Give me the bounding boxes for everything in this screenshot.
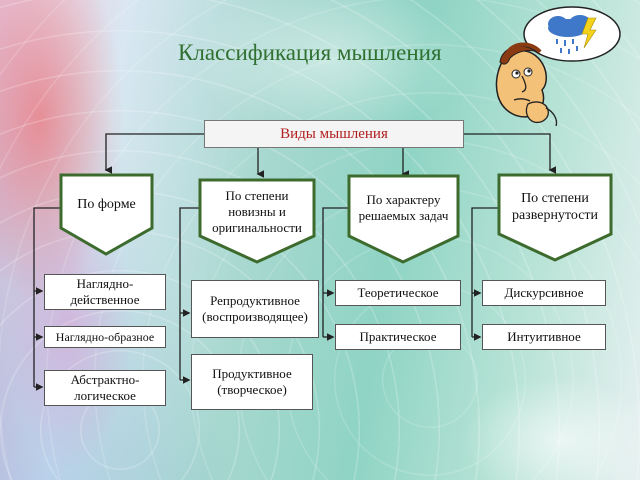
category-novelty-label: По степени новизны и оригинальности bbox=[212, 187, 302, 236]
root-box: Виды мышления bbox=[204, 120, 464, 148]
novelty-item-reproductive: Репродуктивное (воспроизводящее) bbox=[191, 280, 319, 338]
connector-unfold-trunk bbox=[471, 207, 499, 337]
connector-root-unfold bbox=[464, 133, 557, 174]
task-item-theoretical: Теоретическое bbox=[335, 280, 461, 306]
category-pentagon-task bbox=[347, 174, 460, 264]
category-pentagon-novelty bbox=[198, 178, 316, 264]
unfold-item-discursive: Дискурсивное bbox=[482, 280, 606, 306]
category-form-label: По форме bbox=[77, 197, 136, 213]
category-pentagon-unfold bbox=[497, 173, 613, 262]
category-pentagon-form bbox=[59, 173, 154, 256]
connector-novelty-trunk bbox=[179, 207, 200, 380]
novelty-item-productive: Продуктивное (творческое) bbox=[191, 354, 313, 410]
form-item-visual-image: Наглядно-образное bbox=[44, 326, 166, 348]
connector-form-trunk bbox=[33, 207, 60, 387]
category-unfold-label: По степени развернутости bbox=[511, 190, 599, 224]
page-title: Классификация мышления bbox=[178, 40, 442, 65]
connector-task-trunk bbox=[322, 207, 349, 337]
task-item-practical: Практическое bbox=[335, 324, 461, 350]
storm-cloud-icon bbox=[548, 15, 597, 54]
thinking-man-icon bbox=[495, 6, 621, 126]
form-item-abstract-logical: Абстрактно-логическое bbox=[44, 370, 166, 406]
category-task-label: По характеру решаемых задач bbox=[358, 191, 449, 223]
form-item-visual-action: Наглядно-действенное bbox=[44, 274, 166, 310]
connector-root-form bbox=[104, 133, 204, 174]
unfold-item-intuitive: Интуитивное bbox=[482, 324, 606, 350]
